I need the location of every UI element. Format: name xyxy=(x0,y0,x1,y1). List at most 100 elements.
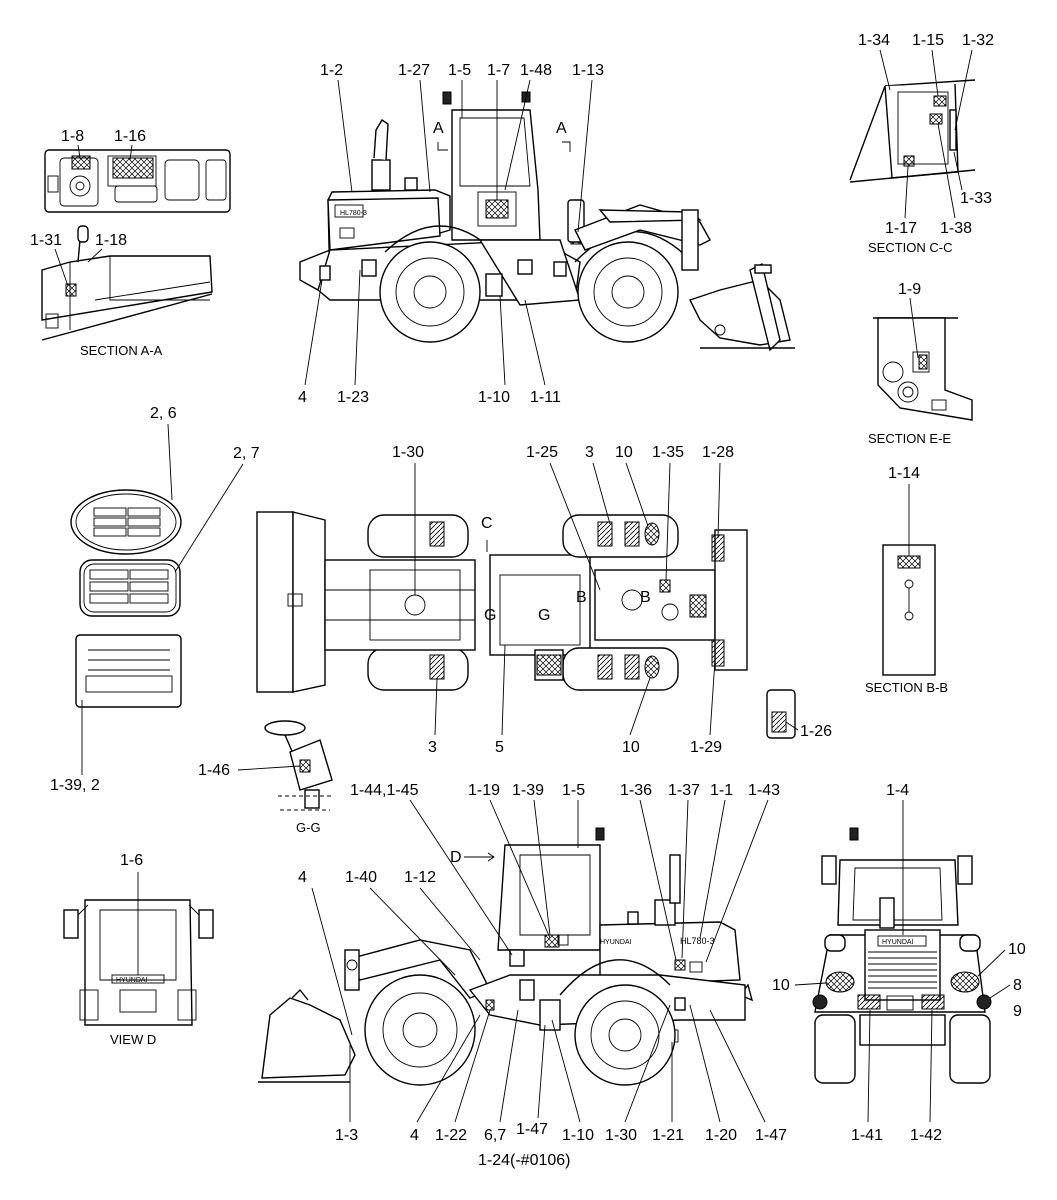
callout-6-7: 6,7 xyxy=(484,1127,506,1144)
callout-1-20: 1-20 xyxy=(705,1127,737,1144)
decal-1-7 xyxy=(485,199,509,219)
section-marker-b-right: B xyxy=(640,589,651,606)
section-marker-a-left: A xyxy=(433,120,444,137)
callout-1-44-1-45: 1-44,1-45 xyxy=(350,782,419,799)
reflector-decal-10-bottom xyxy=(644,655,660,679)
decal-1-16 xyxy=(112,157,154,179)
callout-1-29: 1-29 xyxy=(690,739,722,756)
section-bb-view: 1-14 SECTION B-B xyxy=(865,465,948,695)
reflector-rear-left xyxy=(825,971,855,993)
decal-1-14 xyxy=(897,555,921,569)
decal-1-35 xyxy=(659,579,671,593)
section-cc-caption: SECTION C-C xyxy=(868,240,953,255)
callout-3-top: 3 xyxy=(585,444,594,461)
loader-body: HL780-3 xyxy=(299,91,795,352)
wheel-decal-front-left xyxy=(429,521,445,547)
section-ee-view: 1-9 SECTION E-E xyxy=(868,281,973,446)
decal-1-46 xyxy=(299,759,311,773)
callout-1-5-bottom: 1-5 xyxy=(562,782,585,799)
decal-1-17 xyxy=(903,155,915,167)
callout-1-6: 1-6 xyxy=(120,852,143,869)
callout-1-31: 1-31 xyxy=(30,232,62,249)
callout-8: 8 xyxy=(1013,977,1022,994)
callout-1-22: 1-22 xyxy=(435,1127,467,1144)
callout-1-33: 1-33 xyxy=(960,190,992,207)
decal-1-9 xyxy=(918,354,928,370)
view-d: HYUNDAI 1-6 VIEW D xyxy=(63,852,214,1047)
decal-1-39-bottom xyxy=(544,934,560,948)
callout-1-14: 1-14 xyxy=(888,465,920,482)
section-gg-view: 1-46 G-G xyxy=(198,720,333,835)
callout-1-36: 1-36 xyxy=(620,782,652,799)
callout-10-top: 10 xyxy=(615,444,633,461)
callout-5: 5 xyxy=(495,739,504,756)
callout-1-1: 1-1 xyxy=(710,782,733,799)
decal-1-26 xyxy=(771,711,787,733)
section-marker-g-right: G xyxy=(538,607,550,624)
brand-plate-bottom: HYUNDAI xyxy=(600,939,632,946)
decal-1-42 xyxy=(921,994,945,1010)
callout-1-3: 1-3 xyxy=(335,1127,358,1144)
rear-view: HYUNDAI 1-4 10 10 8 9 1-41 1-42 xyxy=(772,782,1026,1144)
callout-4-bottom-a: 4 xyxy=(298,869,307,886)
decal-1-38 xyxy=(929,113,943,125)
section-cc-view: 1-34 1-15 1-32 1-33 1-17 1-38 SECTION C-… xyxy=(849,32,994,255)
reflector-rear-right xyxy=(950,971,980,993)
rear-decal-1-29 xyxy=(711,639,725,667)
callout-1-25: 1-25 xyxy=(526,444,558,461)
callout-10-bottom: 10 xyxy=(622,739,640,756)
side-view-left: HYUNDAI HL780-3 D xyxy=(258,782,787,1169)
loader-body-left: HYUNDAI HL780-3 xyxy=(258,827,754,1083)
callout-1-47-b: 1-47 xyxy=(755,1127,787,1144)
section-ee-caption: SECTION E-E xyxy=(868,431,951,446)
callout-1-41: 1-41 xyxy=(851,1127,883,1144)
callout-1-39-bottom: 1-39 xyxy=(512,782,544,799)
decal-plates: 2, 6 2, 7 1-39, 2 xyxy=(50,405,260,794)
plan-view: C G G B B 1-30 1-25 3 10 1-35 1-28 3 5 1… xyxy=(256,444,748,756)
callout-2-6: 2, 6 xyxy=(150,405,177,422)
callout-1-37: 1-37 xyxy=(668,782,700,799)
callout-2-7: 2, 7 xyxy=(233,445,260,462)
section-marker-d: D xyxy=(450,849,462,866)
wheel-decal-front-right xyxy=(429,654,445,680)
callout-1-32: 1-32 xyxy=(962,32,994,49)
callout-1-2: 1-2 xyxy=(320,62,343,79)
callout-10-rear-right: 10 xyxy=(1008,941,1026,958)
callout-1-11: 1-11 xyxy=(530,389,561,406)
callout-1-4: 1-4 xyxy=(886,782,909,799)
model-plate-top: HL780-3 xyxy=(340,210,367,217)
callout-1-5: 1-5 xyxy=(448,62,471,79)
callout-1-30-bottom: 1-30 xyxy=(605,1127,637,1144)
callout-1-48: 1-48 xyxy=(520,62,552,79)
callout-1-46: 1-46 xyxy=(198,762,230,779)
callout-1-16: 1-16 xyxy=(114,128,146,145)
callout-1-38: 1-38 xyxy=(940,220,972,237)
side-view-right: HL780-3 xyxy=(298,62,795,406)
callout-1-26: 1-26 xyxy=(800,723,832,740)
decal-1-15 xyxy=(933,95,947,107)
callout-1-39-2: 1-39, 2 xyxy=(50,777,100,794)
callout-1-7: 1-7 xyxy=(487,62,510,79)
dashboard-panel xyxy=(44,149,231,213)
view-d-caption: VIEW D xyxy=(110,1032,156,1047)
model-plate-bottom: HL780-3 xyxy=(680,936,715,946)
section-marker-g-left: G xyxy=(484,607,496,624)
callout-4-bottom-b: 4 xyxy=(410,1127,419,1144)
callout-4-top: 4 xyxy=(298,389,307,406)
section-gg-caption: G-G xyxy=(296,820,321,835)
callout-3-bottom: 3 xyxy=(428,739,437,756)
section-marker-c: C xyxy=(481,515,493,532)
brand-plate-rear: HYUNDAI xyxy=(882,939,914,946)
callout-1-27: 1-27 xyxy=(398,62,430,79)
callout-1-42: 1-42 xyxy=(910,1127,942,1144)
callout-1-24: 1-24(-#0106) xyxy=(478,1152,571,1169)
callout-1-12: 1-12 xyxy=(404,869,436,886)
callout-1-19: 1-19 xyxy=(468,782,500,799)
console-section xyxy=(41,225,213,341)
decal-1-31 xyxy=(65,283,77,297)
callout-1-35: 1-35 xyxy=(652,444,684,461)
callout-1-8: 1-8 xyxy=(61,128,84,145)
callout-1-23: 1-23 xyxy=(337,389,369,406)
section-marker-a-right: A xyxy=(556,120,567,137)
